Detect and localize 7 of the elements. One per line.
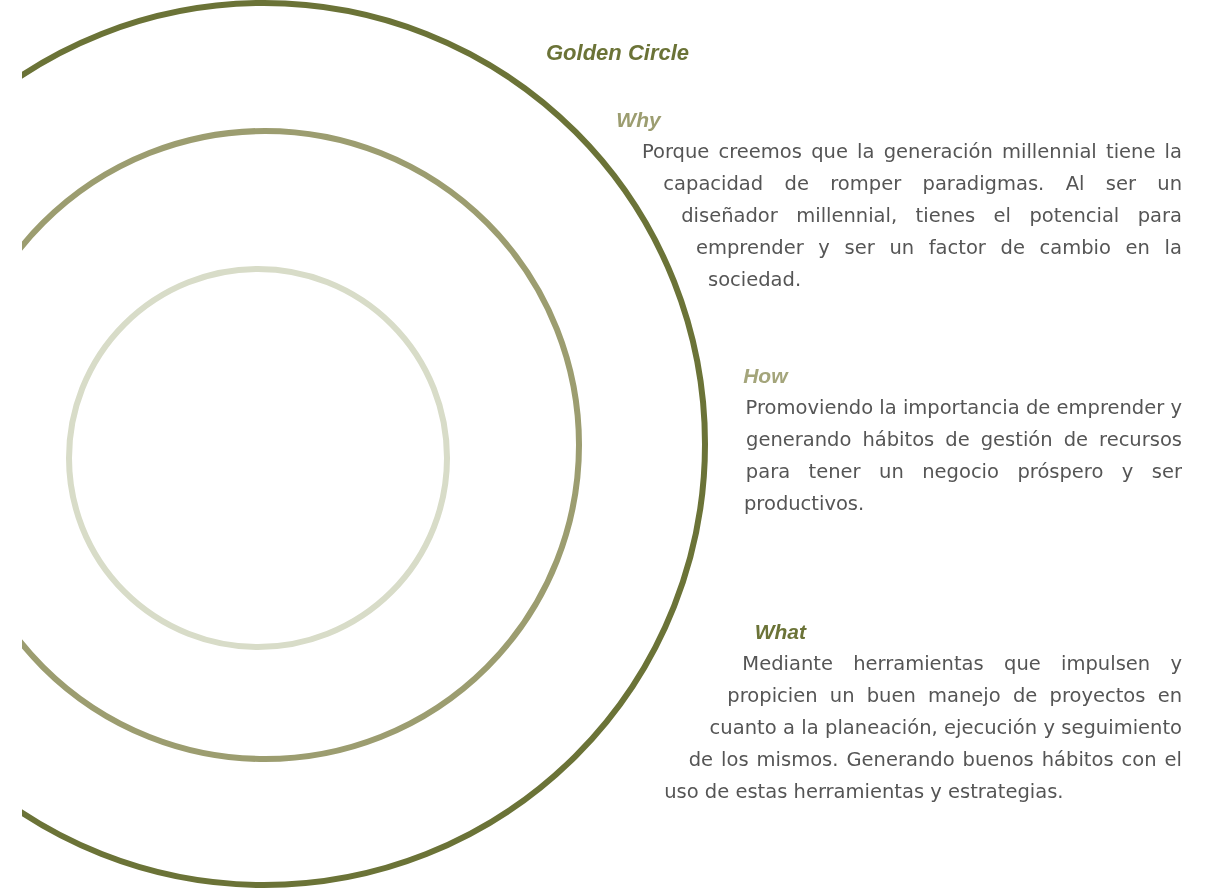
- paragraph: Promoviendo la importancia de emprender y generando hábitos de gestión de recursos para tener un negocio próspero y ser productivos.: [743, 395, 1182, 517]
- section-heading: What: [753, 619, 808, 645]
- paragraph: Porque creemos que la generación millennial tiene la capacidad de romper paradigmas. Al ser un diseñador millennial, tienes el potencial para emprender y ser un factor de cambio en la sociedad.: [640, 139, 1182, 293]
- title: Golden Circle: [546, 40, 690, 66]
- paragraph: Mediante herramientas que impulsen y propicien un buen manejo de proyectos en cuanto a la planeación, ejecución y seguimiento de los mismos. Generando buenos hábitos con el uso de estas herramientas y estrategias.: [663, 651, 1182, 805]
- section-heading: How: [742, 363, 790, 389]
- section-heading: Why: [615, 107, 663, 133]
